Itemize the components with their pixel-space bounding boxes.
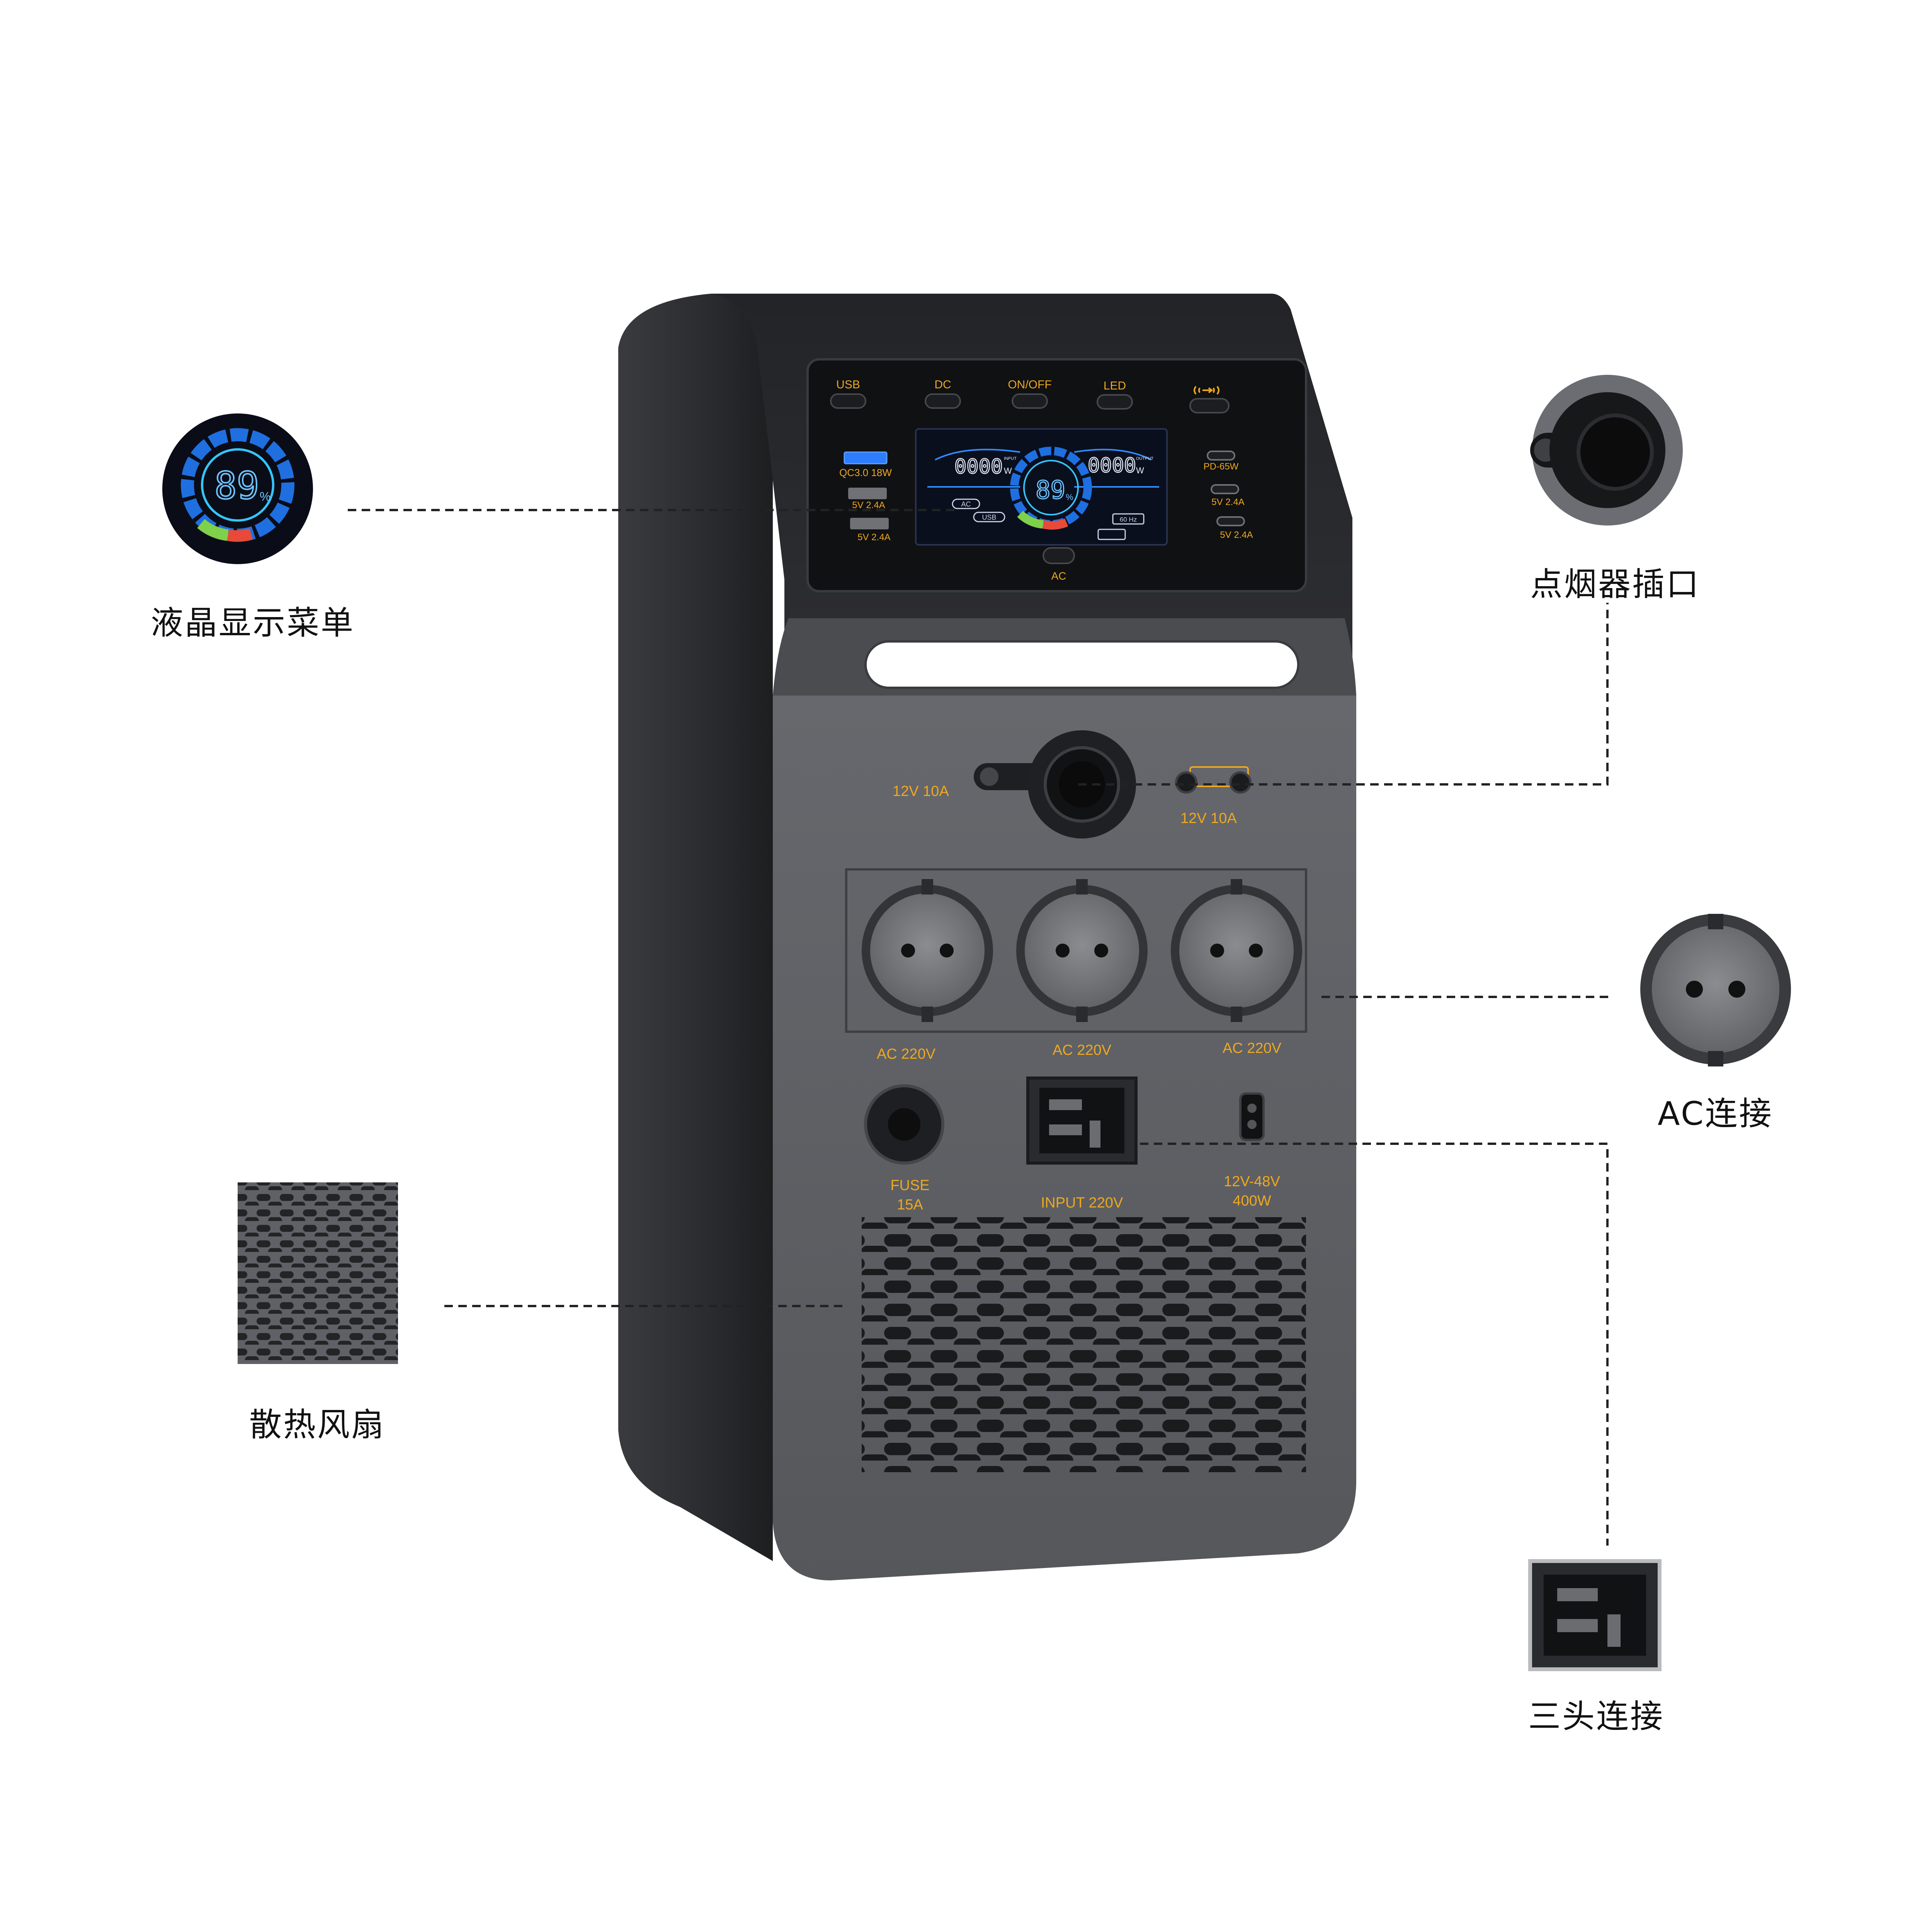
right-usb-ports: PD-65W 5V 2.4A 5V 2.4A bbox=[1204, 451, 1253, 540]
usb-port-1 bbox=[848, 488, 887, 499]
wireless-charge-icon bbox=[1194, 386, 1219, 395]
dc-barrel-ports bbox=[1175, 766, 1252, 794]
fuse-holder bbox=[864, 1084, 944, 1165]
three-pin-detail-icon bbox=[1528, 1559, 1662, 1671]
dc-input-label: 12V-48V bbox=[1224, 1173, 1280, 1190]
lcd-battery-ring: 89 % bbox=[1010, 447, 1092, 530]
left-usb-ports: QC3.0 18W 5V 2.4A 5V 2.4A bbox=[839, 451, 892, 543]
wireless-button[interactable] bbox=[1189, 398, 1230, 413]
ac-label-1: AC 220V bbox=[877, 1046, 936, 1062]
dc-button[interactable] bbox=[925, 393, 961, 409]
button-label-onoff: ON/OFF bbox=[1008, 378, 1051, 391]
cigarette-detail-icon bbox=[1530, 375, 1683, 526]
fan-vent bbox=[862, 1217, 1306, 1472]
lcd-tag-usb: USB bbox=[982, 514, 996, 521]
fuse-rating: 15A bbox=[897, 1197, 923, 1213]
ac-outlet-3 bbox=[1171, 879, 1302, 1022]
usb-port-1-label: 5V 2.4A bbox=[852, 500, 885, 510]
ac-button-label: AC bbox=[1051, 570, 1066, 582]
usb-button[interactable] bbox=[830, 393, 866, 409]
line-cigarette bbox=[1078, 603, 1609, 786]
side-panel bbox=[618, 294, 773, 1561]
dc-input-port bbox=[1239, 1092, 1265, 1141]
ac-label-3: AC 220V bbox=[1223, 1040, 1282, 1056]
led-button[interactable] bbox=[1097, 394, 1133, 410]
pd-port-label: PD-65W bbox=[1204, 461, 1239, 472]
typec-port-3 bbox=[1216, 516, 1245, 526]
fuse-label: FUSE bbox=[890, 1177, 929, 1194]
lcd-tag-hz: 60 Hz bbox=[1120, 516, 1137, 523]
lcd-output-value: 0000 bbox=[1088, 454, 1136, 477]
callout-title-cigarette: 点烟器插口 bbox=[1530, 565, 1701, 603]
power-button[interactable] bbox=[1012, 393, 1048, 409]
typec-port-2 bbox=[1211, 484, 1239, 494]
lcd-detail-percent: 89 bbox=[214, 464, 259, 507]
lcd-output-tag: OUTPUT bbox=[1136, 456, 1154, 461]
ac-detail-icon bbox=[1640, 914, 1791, 1066]
button-label-led: LED bbox=[1104, 379, 1126, 392]
lcd-battery-icon bbox=[1097, 529, 1126, 540]
typec-3-label: 5V 2.4A bbox=[1220, 530, 1253, 540]
typec-port-1 bbox=[1207, 451, 1235, 461]
power-station: USB DC ON/OFF LED QC3.0 18W 5V 2.4A 5V 2… bbox=[618, 294, 1356, 1580]
ac-outlet-1 bbox=[862, 879, 993, 1022]
qc-usb-port bbox=[844, 451, 888, 464]
callout-title-three-pin: 三头连接 bbox=[1528, 1697, 1665, 1735]
light-bar bbox=[864, 640, 1299, 689]
ac-button[interactable] bbox=[1043, 547, 1075, 564]
typec-2-label: 5V 2.4A bbox=[1211, 497, 1244, 507]
lcd-percent-sign: % bbox=[1066, 492, 1073, 502]
lcd-input-tag: INPUT bbox=[1004, 456, 1017, 461]
callout-lines bbox=[348, 509, 1611, 1546]
lcd-tag-ac: AC bbox=[961, 500, 971, 508]
panel-buttons: USB DC ON/OFF LED bbox=[830, 378, 1230, 413]
lcd-detail-icon: 89 % bbox=[162, 413, 313, 564]
ac-outlet-2 bbox=[1016, 879, 1148, 1022]
lcd-input-unit: W bbox=[1004, 466, 1012, 476]
lcd-screen: 0000 W INPUT 0000 W OUTPUT 89 % AC USB 6… bbox=[915, 428, 1168, 546]
ac-input-port bbox=[1026, 1077, 1138, 1165]
fan-detail-icon bbox=[238, 1182, 398, 1364]
dc-input-power: 400W bbox=[1233, 1193, 1271, 1209]
lcd-output-unit: W bbox=[1136, 466, 1144, 475]
button-label-dc: DC bbox=[934, 378, 951, 391]
callout-title-fan: 散热风扇 bbox=[249, 1406, 386, 1444]
lcd-battery-percent: 89 bbox=[1036, 476, 1065, 505]
input-label: INPUT 220V bbox=[1041, 1195, 1123, 1211]
usb-port-2 bbox=[850, 518, 889, 529]
qc-port-label: QC3.0 18W bbox=[839, 467, 892, 478]
dc-right-label: 12V 10A bbox=[1180, 810, 1237, 827]
button-label-usb: USB bbox=[836, 378, 860, 391]
lcd-input-value: 0000 bbox=[954, 455, 1003, 478]
ac-label-2: AC 220V bbox=[1053, 1042, 1112, 1058]
lcd-detail-percent-sign: % bbox=[260, 490, 270, 503]
callout-title-lcd: 液晶显示菜单 bbox=[151, 604, 355, 642]
line-three-pin bbox=[1140, 1143, 1609, 1546]
usb-port-2-label: 5V 2.4A bbox=[857, 532, 890, 543]
callout-title-ac: AC连接 bbox=[1658, 1095, 1773, 1133]
dc-left-label: 12V 10A bbox=[893, 783, 949, 799]
